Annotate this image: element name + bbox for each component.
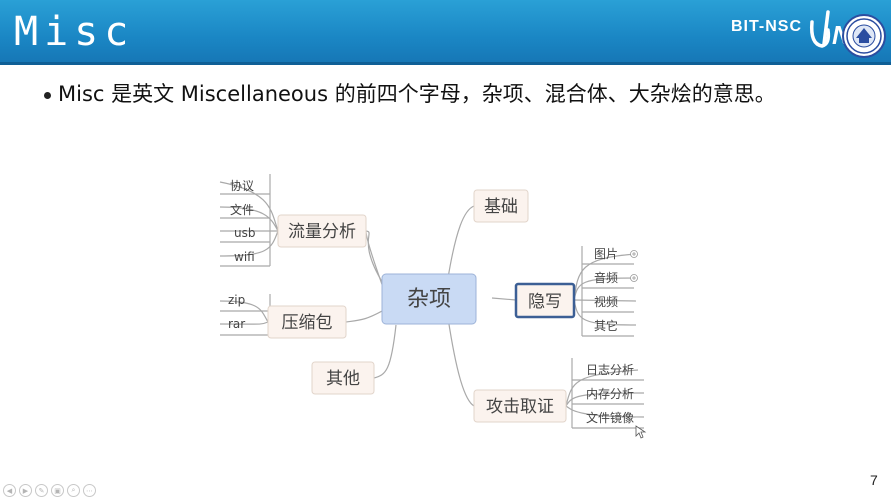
- slide-header: [0, 0, 891, 64]
- branch-label: 流量分析: [288, 222, 356, 242]
- child-rar[interactable]: rar: [228, 317, 245, 331]
- connector-line: [219, 300, 269, 323]
- connector-line: [447, 317, 475, 407]
- child-file-image[interactable]: 文件镜像: [586, 410, 634, 425]
- zoom-icon[interactable]: ⌕: [67, 484, 80, 497]
- child-zip[interactable]: zip: [228, 293, 245, 307]
- header-divider: [0, 62, 891, 65]
- connector-line: [219, 230, 279, 257]
- child-file[interactable]: 文件: [230, 202, 254, 217]
- connector-line: [447, 205, 475, 279]
- branch-basics[interactable]: 基础: [473, 189, 529, 223]
- connector-line: [565, 392, 645, 407]
- mindmap-center-node[interactable]: 杂项: [381, 273, 477, 325]
- university-seal-icon: [842, 14, 886, 58]
- branch-forensics[interactable]: 攻击取证: [473, 389, 567, 423]
- branch-label: 压缩包: [282, 313, 333, 333]
- child-memory-analysis[interactable]: 内存分析: [586, 387, 634, 401]
- center-node-label: 杂项: [407, 287, 451, 312]
- prev-icon[interactable]: ◀: [3, 484, 16, 497]
- next-icon[interactable]: ▶: [19, 484, 32, 497]
- connector-line: [573, 299, 637, 302]
- connector-line: [345, 309, 385, 323]
- branch-archive[interactable]: 压缩包: [267, 305, 347, 339]
- expand-icon[interactable]: [630, 250, 638, 258]
- child-protocol[interactable]: 协议: [230, 178, 254, 193]
- branch-traffic-analysis[interactable]: 流量分析: [277, 214, 367, 248]
- branch-label: 隐写: [528, 292, 562, 312]
- more-icon[interactable]: ⋯: [83, 484, 96, 497]
- branch-label: 其他: [326, 369, 360, 389]
- page-number: 7: [870, 472, 878, 488]
- branch-steganography[interactable]: 隐写: [514, 282, 576, 319]
- pen-icon[interactable]: ✎: [35, 484, 48, 497]
- child-log-analysis[interactable]: 日志分析: [586, 363, 634, 377]
- cursor-icon: [635, 425, 647, 439]
- child-usb[interactable]: usb: [234, 226, 255, 240]
- child-video[interactable]: 视频: [594, 294, 618, 309]
- brand-name: BIT-NSC: [731, 18, 802, 35]
- mind-map: 杂项 流量分析 协议 文件 usb wifi 压缩包 zip rar 其他 基础…: [219, 174, 647, 439]
- connector-line: [365, 230, 385, 286]
- slide-title: Misc: [14, 9, 135, 55]
- child-audio[interactable]: 音频: [594, 270, 618, 285]
- child-other[interactable]: 其它: [594, 318, 618, 333]
- screen-icon[interactable]: ▣: [51, 484, 64, 497]
- branch-label: 攻击取证: [486, 397, 554, 417]
- branch-other[interactable]: 其他: [311, 361, 375, 395]
- connector-line: [491, 297, 517, 301]
- bullet-dot: [44, 92, 51, 99]
- child-wifi[interactable]: wifi: [234, 250, 255, 264]
- connector-line: [373, 324, 397, 379]
- child-image[interactable]: 图片: [594, 247, 618, 261]
- bullet-text: Misc 是英文 Miscellaneous 的前四个字母，杂项、混合体、大杂烩…: [58, 82, 776, 106]
- connector-line: [565, 405, 645, 418]
- expand-icon[interactable]: [630, 274, 638, 282]
- slideshow-nav: ◀ ▶ ✎ ▣ ⌕ ⋯: [3, 484, 96, 500]
- connector-line: [219, 206, 279, 232]
- connector-line: [219, 181, 279, 232]
- connector-line: [219, 321, 269, 325]
- branch-label: 基础: [484, 197, 518, 217]
